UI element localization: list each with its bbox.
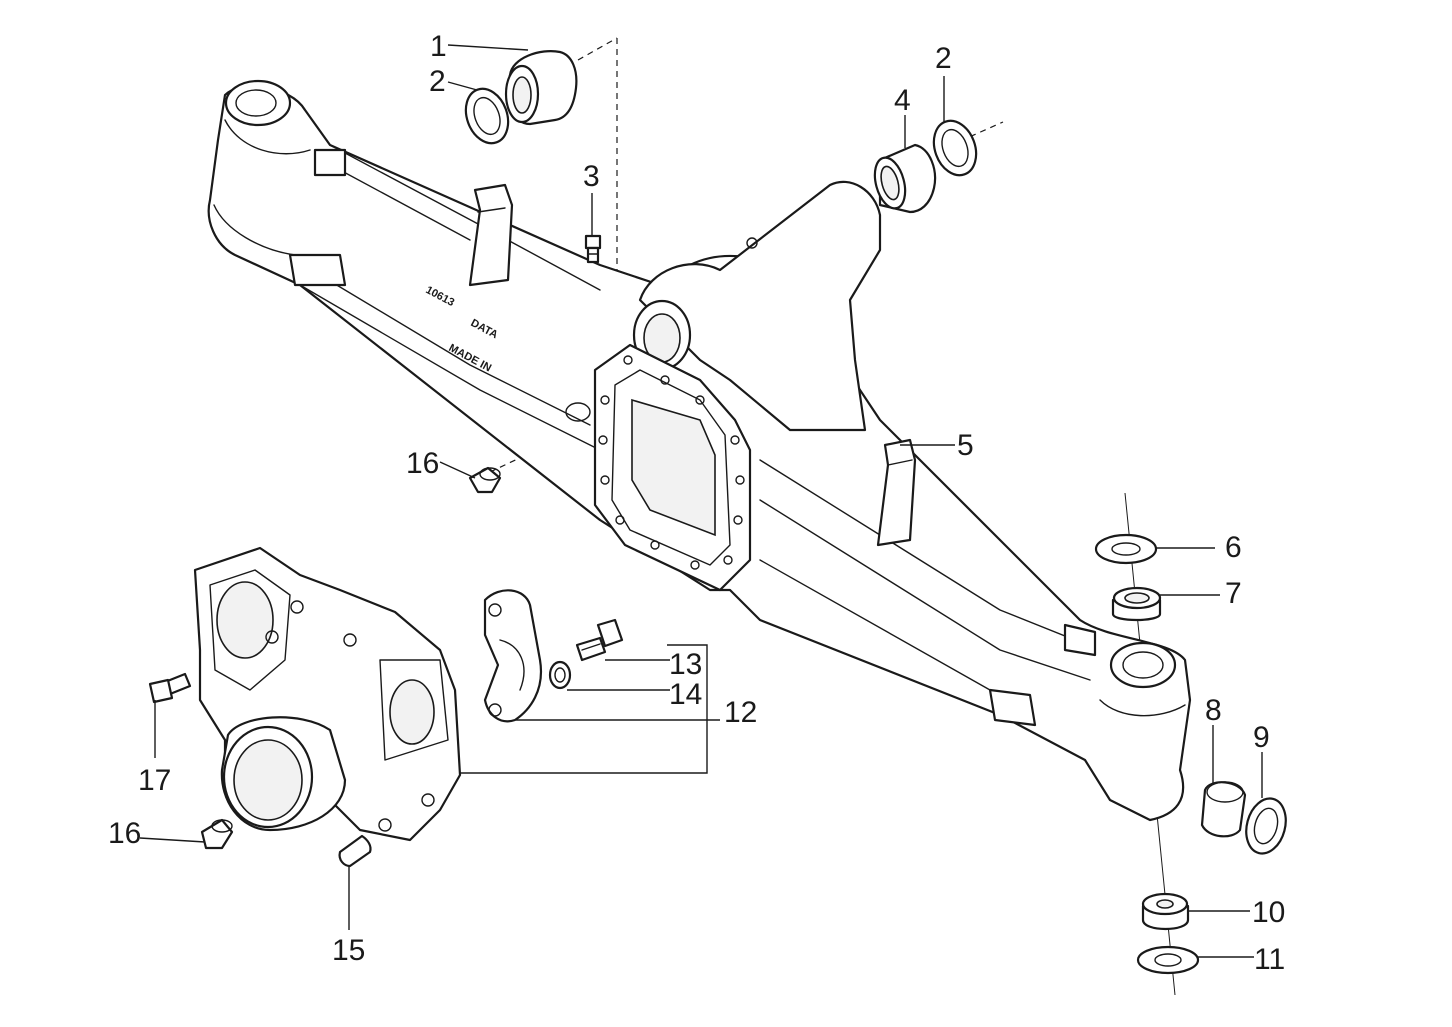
callout-16-lower: 16 xyxy=(108,817,141,850)
callout-9: 9 xyxy=(1253,721,1270,754)
callout-labels: 1 2 3 2 4 5 6 7 8 9 10 11 12 13 14 15 16… xyxy=(108,30,1285,976)
part-12-bearing-cap xyxy=(483,589,543,723)
part-4-bushing xyxy=(873,143,937,214)
part-10-thrust-bushing xyxy=(1141,892,1190,930)
callout-10: 10 xyxy=(1252,896,1285,929)
callout-11: 11 xyxy=(1254,943,1285,976)
housing-bolt-holes xyxy=(598,355,745,570)
part-1-bushing xyxy=(504,50,578,126)
part-2-seal-ring-right xyxy=(932,119,978,177)
callout-2-right: 2 xyxy=(935,42,952,75)
callout-17: 17 xyxy=(138,764,171,797)
callout-5: 5 xyxy=(957,429,974,462)
part-15-dowel-pin xyxy=(338,834,372,868)
part-16-plug-upper xyxy=(468,466,502,494)
callout-7: 7 xyxy=(1225,577,1242,610)
part-16-plug-lower xyxy=(200,818,234,850)
callout-4: 4 xyxy=(894,84,911,117)
callout-2-left: 2 xyxy=(429,65,446,98)
callout-3: 3 xyxy=(583,160,600,193)
callout-15: 15 xyxy=(332,934,365,967)
callout-6: 6 xyxy=(1225,531,1242,564)
part-12-support-housing xyxy=(193,546,462,842)
axle-beam: 10613 DATA MADE IN xyxy=(207,79,1192,822)
part-7-bushing xyxy=(1111,586,1162,622)
part-3-grease-nipple xyxy=(584,234,602,264)
part-13-bolt xyxy=(575,618,624,662)
callout-12: 12 xyxy=(724,696,757,729)
leader-lines xyxy=(139,44,1263,958)
callout-1: 1 xyxy=(430,30,447,63)
part-17-bolt xyxy=(148,672,192,704)
callout-16-upper: 16 xyxy=(406,447,439,480)
callout-13: 13 xyxy=(669,648,702,681)
part-9-seal-ring xyxy=(1245,797,1287,855)
part-2-seal-ring-left xyxy=(464,87,510,145)
part-11-washer xyxy=(1136,945,1200,975)
housing-mount-holes xyxy=(265,600,435,832)
part-6-washer xyxy=(1094,533,1158,565)
part-8-bushing xyxy=(1200,781,1247,838)
part-14-washer xyxy=(548,660,572,690)
callout-14: 14 xyxy=(669,678,702,711)
callout-8: 8 xyxy=(1205,694,1222,727)
